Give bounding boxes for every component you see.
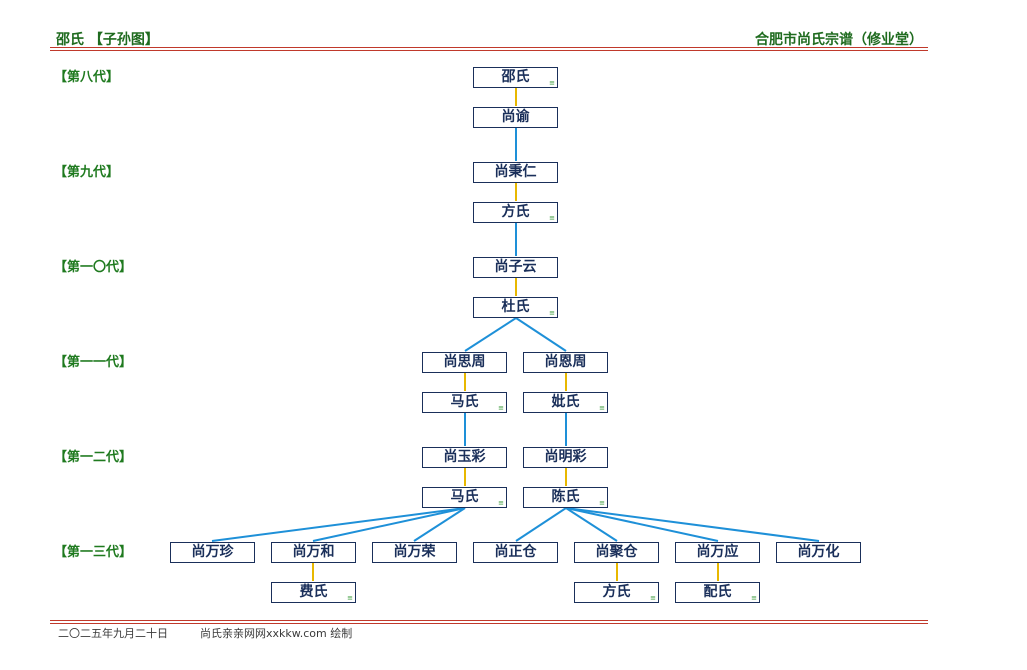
descent-line [565, 507, 820, 542]
person-name: 邵氏 [501, 69, 530, 85]
person-name: 尚谕 [501, 109, 530, 125]
header-rule-bottom [50, 50, 928, 51]
header-title: 邵氏 【子孙图】 [56, 32, 159, 48]
record-mark-icon: ≡ [549, 214, 555, 222]
person-box[interactable]: 方氏 ≡ [574, 582, 659, 603]
footer-rule-top [50, 620, 928, 621]
descent-line [515, 317, 567, 352]
person-box[interactable]: 尚明彩 [523, 447, 608, 468]
person-name: 尚玉彩 [443, 449, 486, 465]
person-name: 尚恩周 [544, 354, 587, 370]
person-box[interactable]: 尚万荣 [372, 542, 457, 563]
person-name: 尚万应 [696, 544, 739, 560]
person-name: 尚万荣 [393, 544, 436, 560]
person-box[interactable]: 尚玉彩 [422, 447, 507, 468]
person-name: 杜氏 [501, 299, 530, 315]
person-box[interactable]: 尚子云 [473, 257, 558, 278]
person-box[interactable]: 马氏 ≡ [422, 392, 507, 413]
record-mark-icon: ≡ [498, 499, 504, 507]
descent-line [211, 507, 466, 542]
person-name: 尚思周 [443, 354, 486, 370]
footer-credit: 尚氏亲亲网网xxkkw.com 绘制 [200, 627, 353, 640]
person-box[interactable]: 邵氏 ≡ [473, 67, 558, 88]
record-mark-icon: ≡ [549, 79, 555, 87]
generation-label-13: 【第一三代】 [54, 545, 133, 560]
person-name: 尚万和 [292, 544, 335, 560]
record-mark-icon: ≡ [650, 594, 656, 602]
person-box[interactable]: 尚万和 [271, 542, 356, 563]
generation-label-9: 【第九代】 [54, 165, 120, 180]
person-name: 尚聚仓 [595, 544, 638, 560]
header-genealogy-name: 合肥市尚氏宗谱（修业堂） [755, 32, 923, 48]
person-box[interactable]: 妣氏 ≡ [523, 392, 608, 413]
descent-line [515, 507, 567, 542]
record-mark-icon: ≡ [599, 499, 605, 507]
record-mark-icon: ≡ [347, 594, 353, 602]
person-box[interactable]: 杜氏 ≡ [473, 297, 558, 318]
person-name: 尚万化 [797, 544, 840, 560]
person-box[interactable]: 尚思周 [422, 352, 507, 373]
record-mark-icon: ≡ [498, 404, 504, 412]
person-name: 方氏 [501, 204, 530, 220]
person-name: 尚正仓 [494, 544, 537, 560]
person-box[interactable]: 尚谕 [473, 107, 558, 128]
person-box[interactable]: 陈氏 ≡ [523, 487, 608, 508]
descent-line [312, 507, 466, 542]
person-name: 尚万珍 [191, 544, 234, 560]
person-name: 妣氏 [551, 394, 580, 410]
person-name: 方氏 [602, 584, 631, 600]
person-name: 陈氏 [551, 489, 580, 505]
person-box[interactable]: 尚秉仁 [473, 162, 558, 183]
person-box[interactable]: 尚恩周 [523, 352, 608, 373]
record-mark-icon: ≡ [751, 594, 757, 602]
person-box[interactable]: 马氏 ≡ [422, 487, 507, 508]
person-box[interactable]: 尚万珍 [170, 542, 255, 563]
person-name: 马氏 [450, 489, 479, 505]
footer-rule-bottom [50, 623, 928, 624]
person-box[interactable]: 尚聚仓 [574, 542, 659, 563]
person-box[interactable]: 尚正仓 [473, 542, 558, 563]
header-rule-top [50, 47, 928, 48]
generation-label-10: 【第一〇代】 [54, 260, 133, 275]
footer-date: 二〇二五年九月二十日 [58, 627, 168, 640]
person-box[interactable]: 尚万化 [776, 542, 861, 563]
descent-line [413, 507, 466, 542]
generation-label-11: 【第一一代】 [54, 355, 133, 370]
person-box[interactable]: 方氏 ≡ [473, 202, 558, 223]
generation-label-8: 【第八代】 [54, 70, 120, 85]
person-name: 尚子云 [494, 259, 537, 275]
descent-line [464, 317, 517, 352]
generation-label-12: 【第一二代】 [54, 450, 133, 465]
person-box[interactable]: 尚万应 [675, 542, 760, 563]
record-mark-icon: ≡ [599, 404, 605, 412]
person-box[interactable]: 配氏 ≡ [675, 582, 760, 603]
person-name: 尚秉仁 [494, 164, 537, 180]
descent-line [565, 507, 618, 542]
person-box[interactable]: 费氏 ≡ [271, 582, 356, 603]
record-mark-icon: ≡ [549, 309, 555, 317]
descent-line [565, 507, 719, 542]
person-name: 马氏 [450, 394, 479, 410]
person-name: 尚明彩 [544, 449, 587, 465]
person-name: 费氏 [299, 584, 328, 600]
person-name: 配氏 [703, 584, 732, 600]
